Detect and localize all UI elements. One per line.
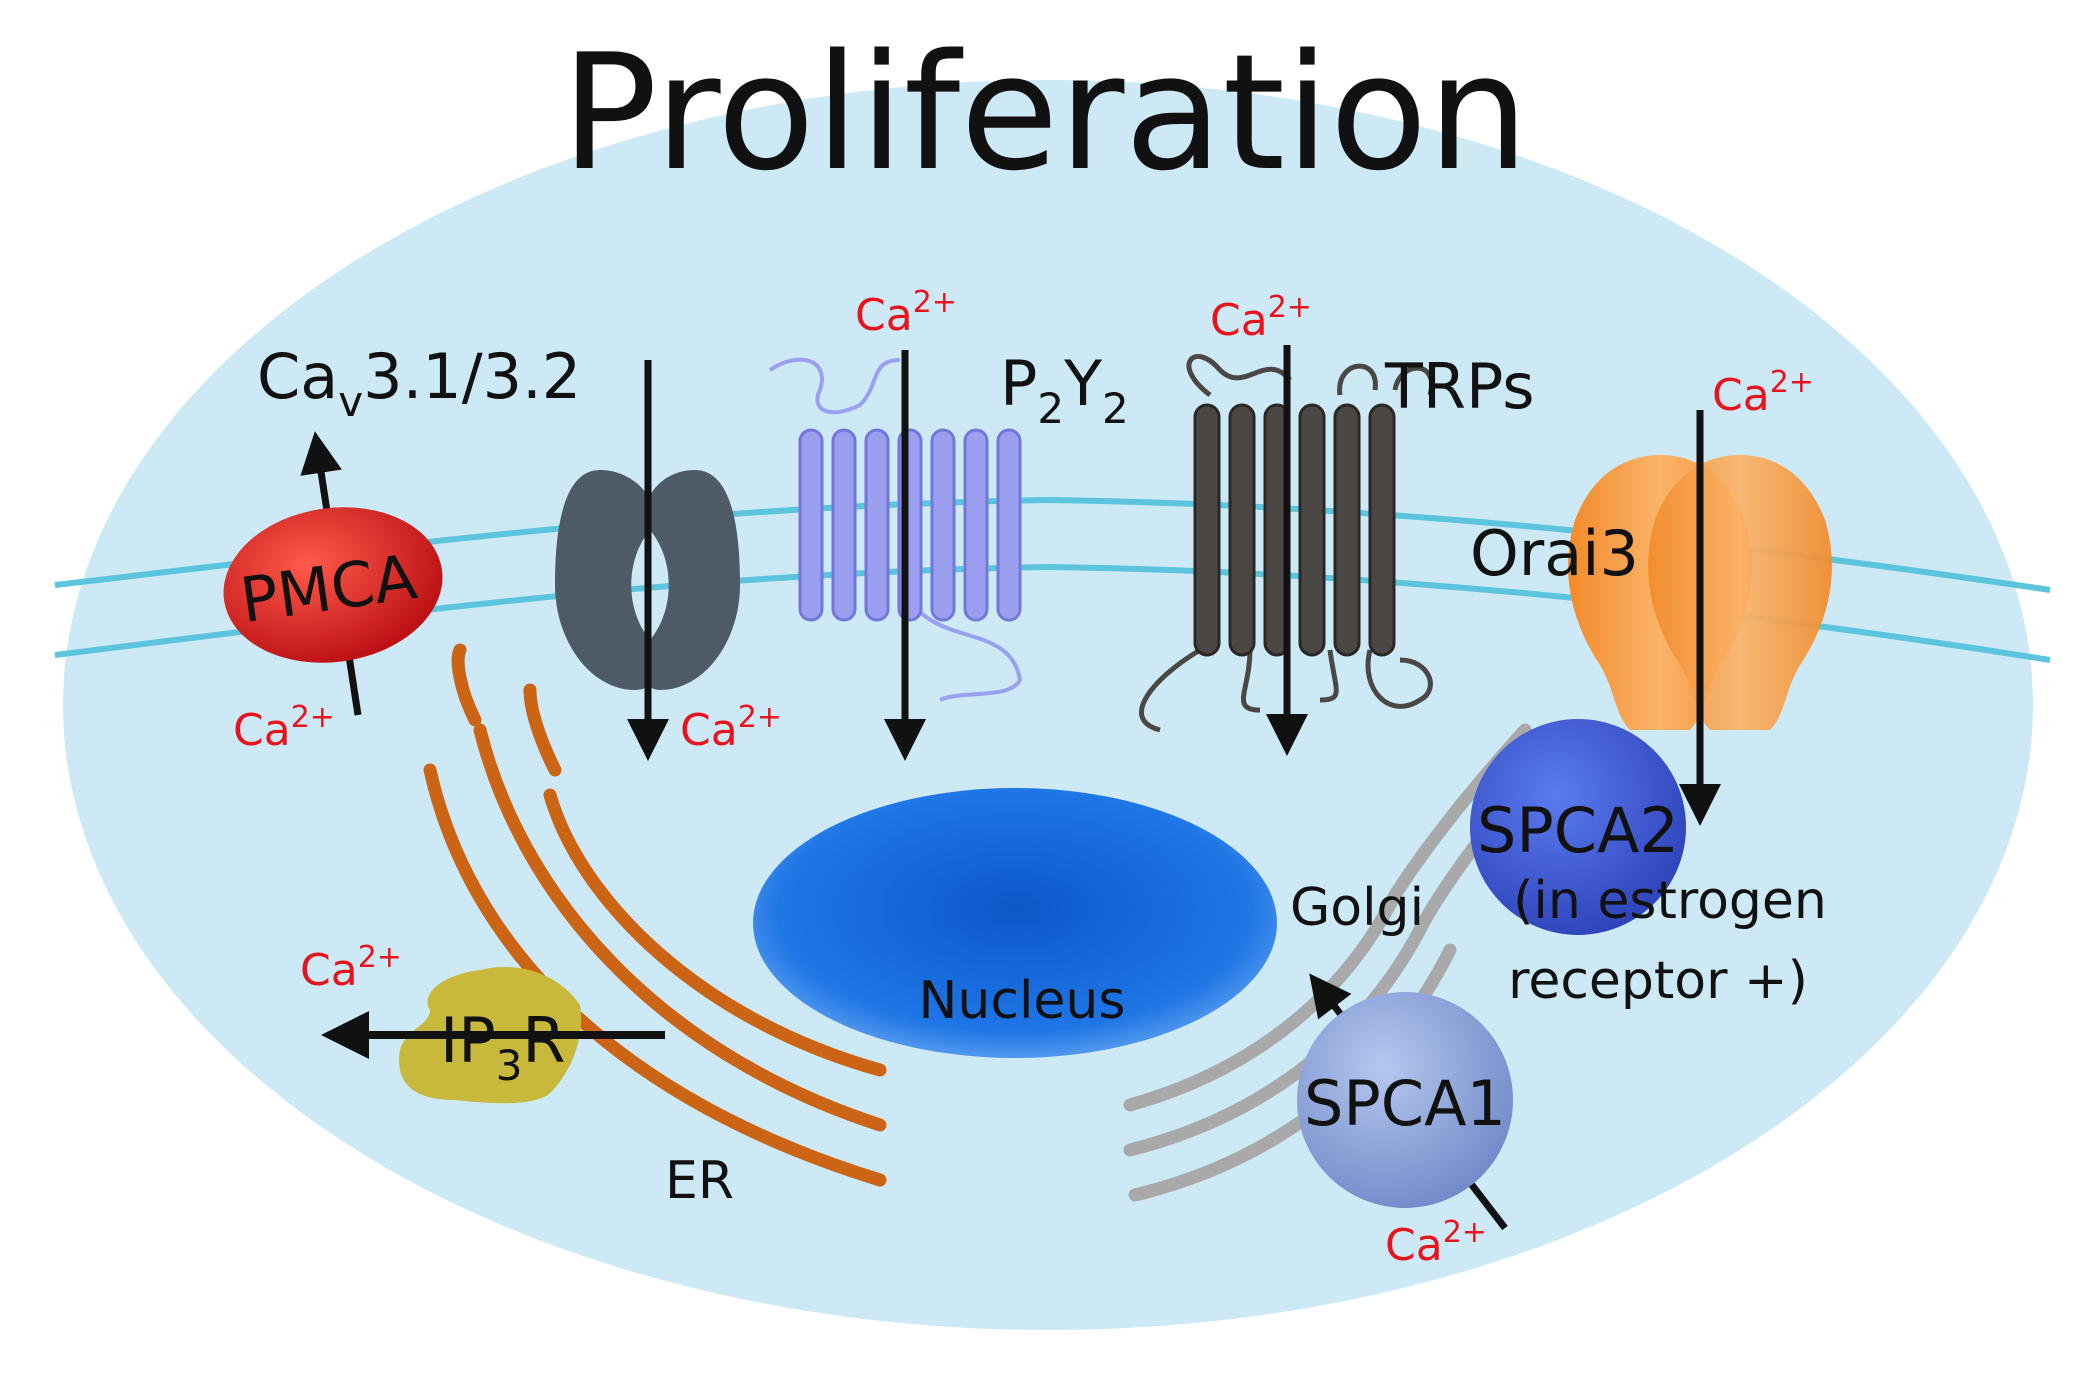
pmca-ion-label: Ca2+ (233, 700, 335, 756)
spca2-label: SPCA2 (1477, 794, 1679, 867)
spca2-pump-icon (1470, 719, 1686, 935)
pmca-pump-icon (223, 507, 443, 663)
p2y2-label: P2Y2 (1000, 347, 1129, 433)
orai3-channel-icon (1568, 455, 1832, 730)
er-label: ER (665, 1151, 734, 1211)
trps-ion-label: Ca2+ (1210, 290, 1312, 346)
ip3r-label: IP3R (440, 1004, 566, 1090)
spca2-note-line2: receptor +) (1508, 951, 1808, 1011)
spca1-ion-label: Ca2+ (1385, 1215, 1487, 1271)
cav-label: Cav3.1/3.2 (257, 340, 581, 426)
p2y2-receptor-icon (768, 357, 1023, 702)
cav-channel-icon (555, 470, 740, 690)
golgi-label: Golgi (1290, 878, 1424, 938)
spca2-note-line1: (in estrogen (1513, 871, 1827, 931)
p2y2-ion-label: Ca2+ (855, 285, 957, 341)
ip3r-ion-label: Ca2+ (300, 940, 402, 996)
orai3-label: Orai3 (1470, 517, 1639, 590)
nucleus-label: Nucleus (919, 971, 1126, 1031)
trp-channel-icon (1139, 353, 1435, 733)
trps-label: TRPs (1384, 350, 1535, 423)
spca1-label: SPCA1 (1304, 1067, 1506, 1140)
orai3-ion-label: Ca2+ (1712, 365, 1814, 421)
diagram-title: Proliferation (561, 19, 1529, 206)
nucleus-icon (753, 788, 1277, 1058)
cav-ion-label: Ca2+ (680, 700, 782, 756)
spca1-pump-icon (1297, 992, 1513, 1208)
